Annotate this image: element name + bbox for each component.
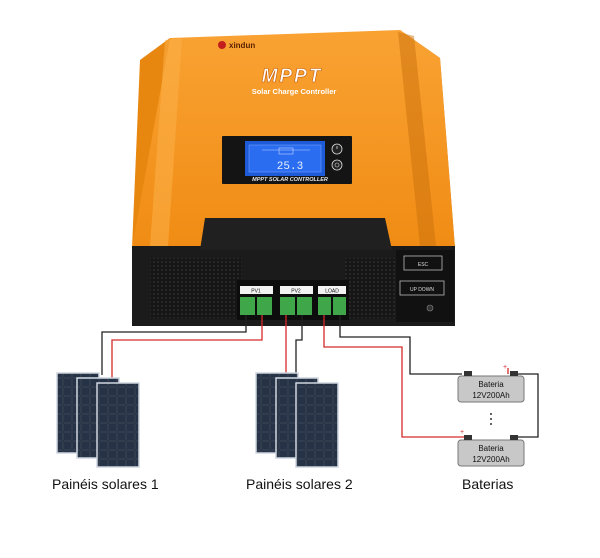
svg-text:+: + — [460, 429, 464, 436]
brand-logo: xindun — [218, 41, 255, 50]
svg-text:+: + — [503, 364, 507, 371]
panel-label: MPPT SOLAR CONTROLLER — [252, 177, 328, 183]
caption-solar-2: Painéis solares 2 — [246, 476, 353, 492]
solar-panels-2 — [255, 372, 339, 468]
menu-icon[interactable] — [331, 159, 343, 171]
esc-button-label: ESC — [418, 262, 429, 268]
caption-solar-1: Painéis solares 1 — [52, 476, 159, 492]
battery-bottom: + Bateria 12V200Ah — [457, 429, 525, 467]
battery-top: + Bateria 12V200Ah — [457, 364, 525, 403]
battery-bottom-label: Bateria — [478, 444, 504, 453]
up-down-button-label: UP DOWN — [410, 287, 434, 293]
device-title: MPPT — [262, 66, 323, 87]
terminal-connectors — [240, 297, 346, 315]
lcd-value: 25.3 — [277, 161, 303, 173]
terminal-label-load: LOAD — [325, 289, 339, 295]
device-subtitle: Solar Charge Controller — [252, 87, 337, 96]
terminal-label-pv2: PV2 — [291, 289, 301, 295]
caption-batteries: Baterias — [462, 476, 514, 492]
battery-bottom-capacity: 12V200Ah — [472, 455, 509, 464]
battery-top-label: Bateria — [478, 380, 504, 389]
wiring — [101, 315, 539, 438]
battery-top-capacity: 12V200Ah — [472, 391, 509, 400]
terminal-label-pv1: PV1 — [251, 289, 261, 295]
battery-ellipsis — [490, 413, 492, 425]
solar-panels-1 — [56, 372, 140, 468]
brand-name: xindun — [229, 41, 255, 50]
controller-device: ESC UP DOWN xindun MPPT Solar Charge Con… — [132, 30, 455, 326]
power-icon[interactable] — [331, 143, 343, 155]
